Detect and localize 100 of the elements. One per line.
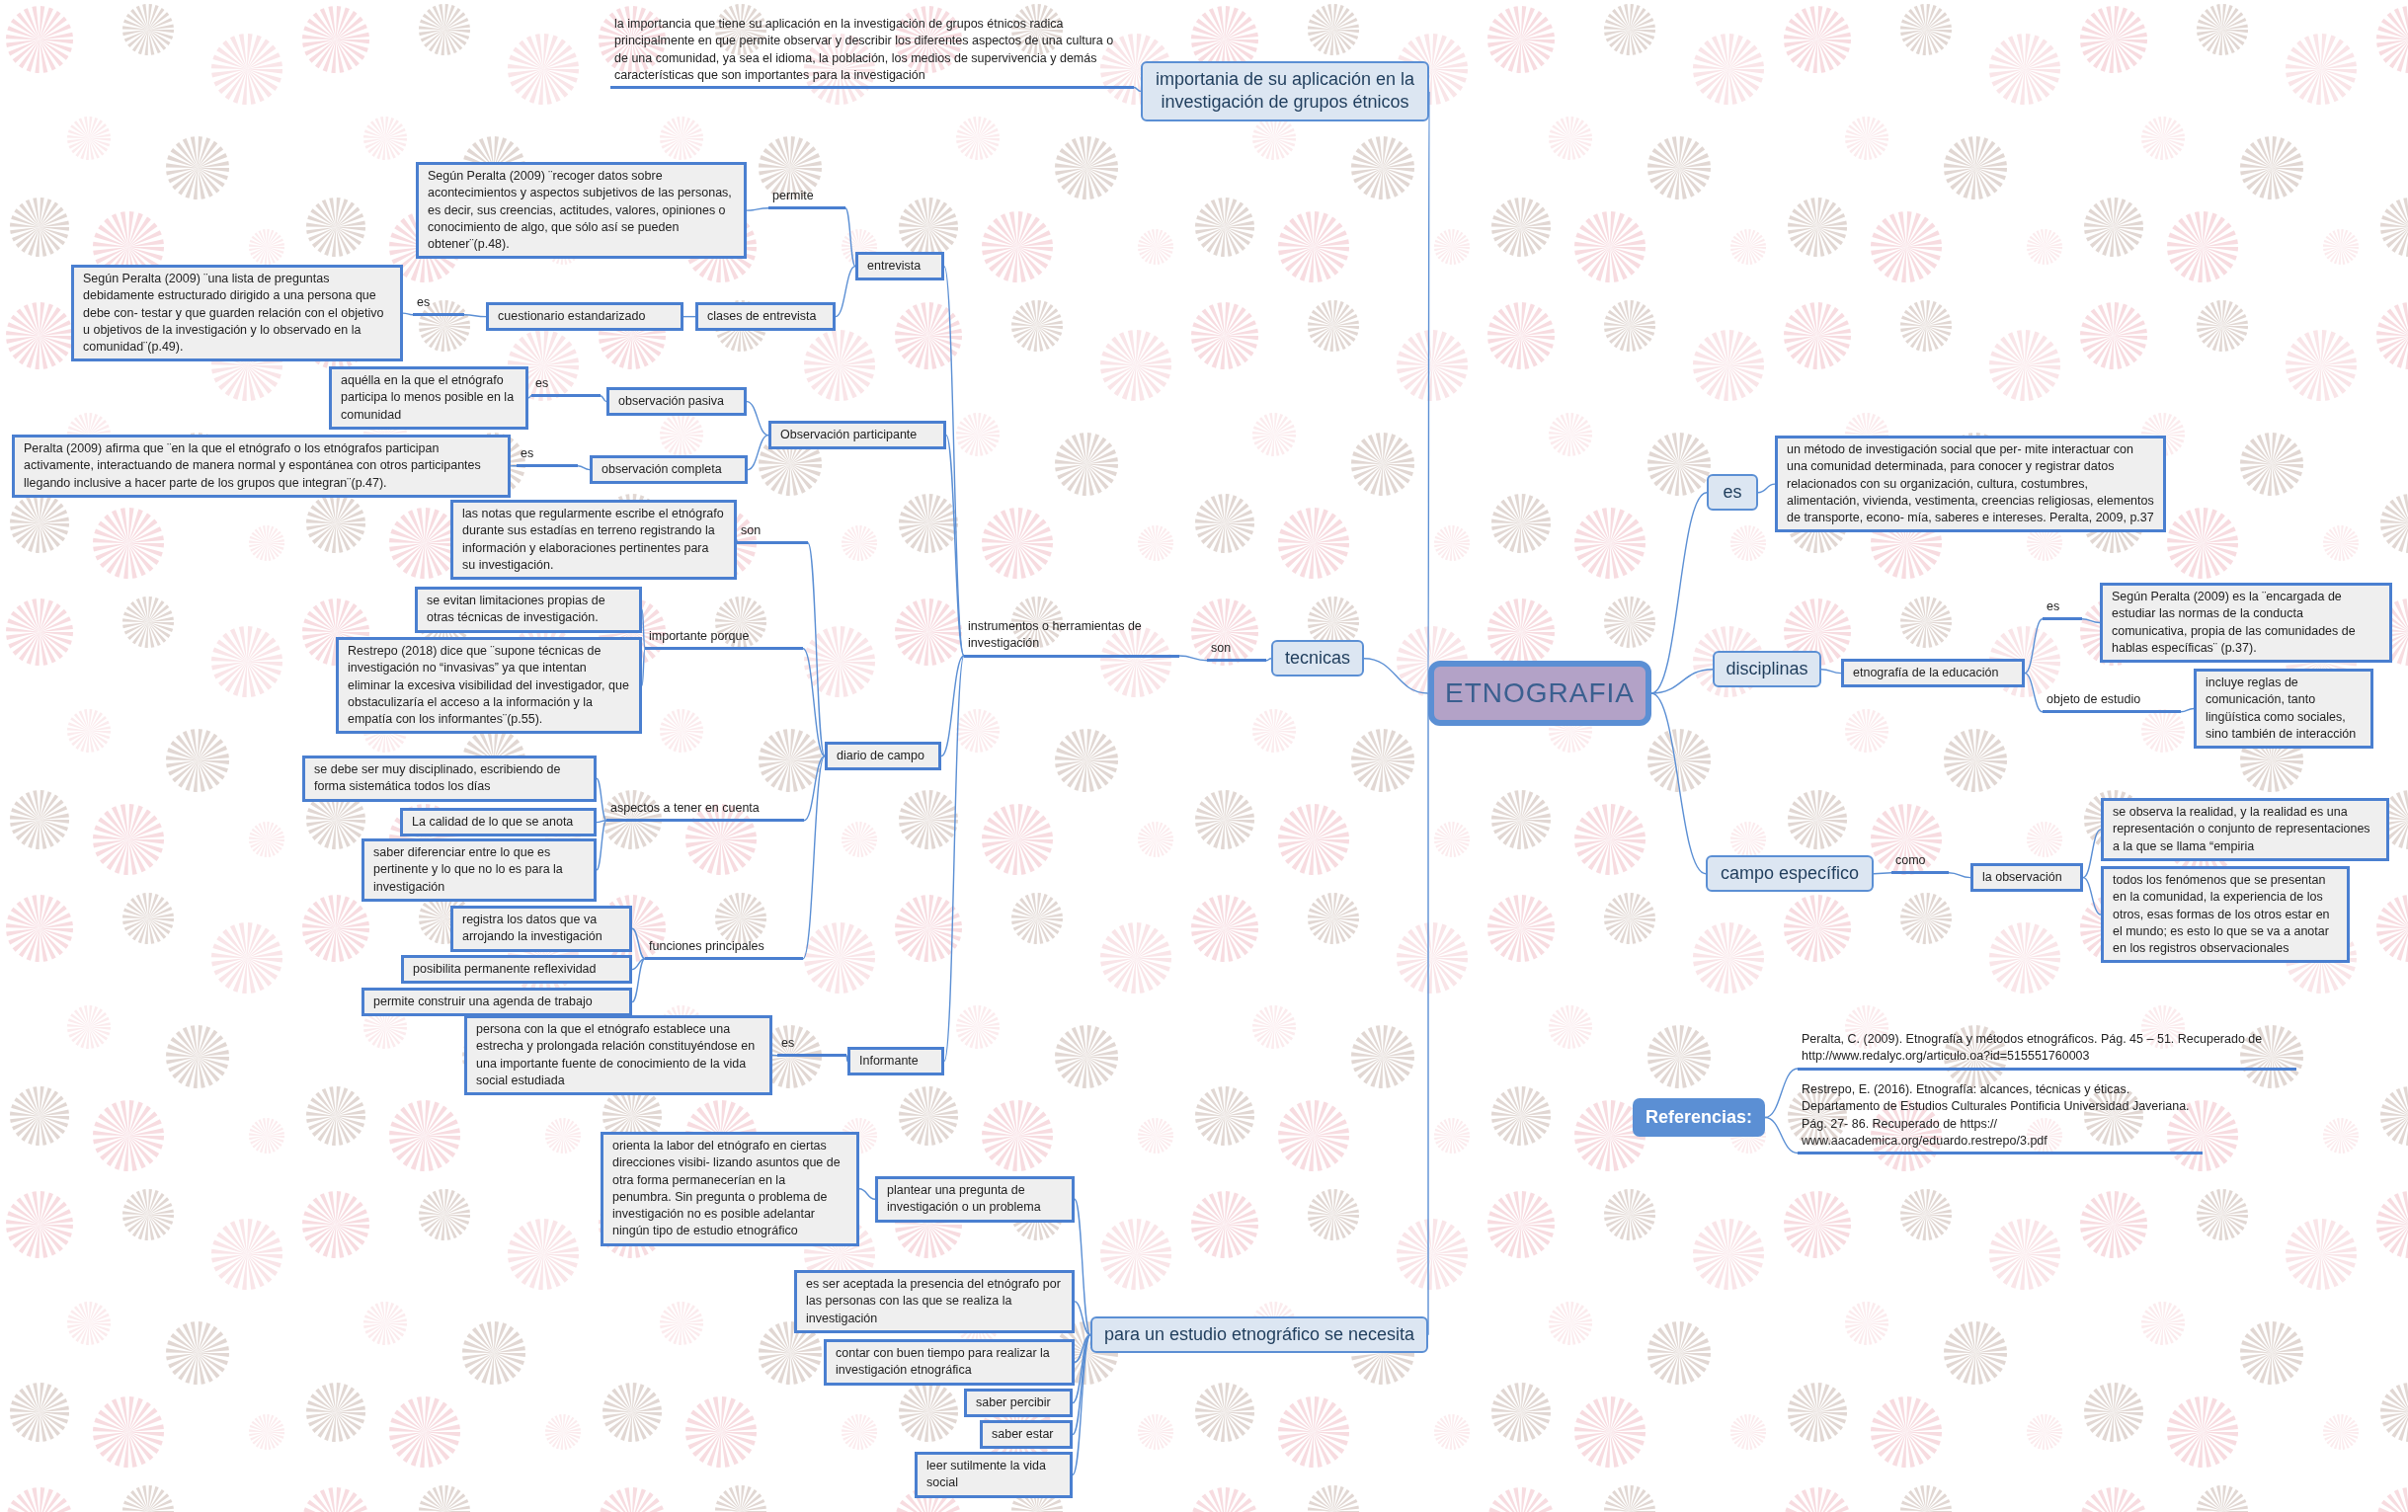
- subtopic-box: clases de entrevista: [695, 302, 836, 332]
- underlined-topic: objeto de estudio: [2043, 691, 2181, 714]
- connector-line: [940, 655, 965, 757]
- connector-line: [858, 1188, 876, 1200]
- connector-line: [2024, 618, 2044, 675]
- connector-line: [771, 1054, 778, 1057]
- references-heading: Referencias:: [1633, 1098, 1765, 1137]
- connector-line: [1072, 1334, 1091, 1475]
- subtopic-box: se observa la realidad, y la realidad es una representación o conjunto de representaciones a la que se llama “empiria: [2101, 798, 2389, 861]
- subtopic-box: etnografía de la educación: [1841, 659, 2025, 688]
- underlined-topic: es: [777, 1035, 846, 1058]
- connector-line: [736, 538, 738, 544]
- connector-line: [463, 314, 487, 318]
- connector-line: [2180, 707, 2195, 713]
- subtopic-box: leer sutilmente la vida social: [915, 1452, 1073, 1498]
- connector-line: [1074, 1198, 1091, 1336]
- connector-line: [402, 312, 414, 316]
- main-topic: campo específico: [1706, 855, 1874, 893]
- subtopic-box: Peralta (2009) afirma que ¨en la que el etnógrafo o los etnógrafos participan activamente, interactuando de manera normal y espontánea con otros participantes llegando inclusive a hacer parte de los grupos que integran¨(p.47).: [12, 435, 511, 498]
- subtopic-box: se evitan limitaciones propias de otras técnicas de investigación.: [415, 587, 642, 633]
- subtopic-box: saber diferenciar entre lo que es pertinente y lo que no lo es para la investigación: [361, 838, 597, 902]
- connector-line: [596, 820, 607, 871]
- connector-line: [510, 465, 518, 467]
- subtopic-box: Según Peralta (2009) es la ¨encargada de estudiar las normas de la conducta comunicativa, propia de las comunidades de hablas específicas¨ (p.37).: [2100, 583, 2392, 663]
- connector-line: [2082, 829, 2102, 879]
- underlined-topic: son: [1207, 640, 1266, 663]
- connector-line: [802, 648, 826, 757]
- subtopic-box: permite construir una agenda de trabajo: [361, 988, 632, 1017]
- main-topic: para un estudio etnográfico se necesita: [1090, 1316, 1428, 1354]
- subtopic-box: es ser aceptada la presencia del etnógrafo por las personas con las que se realiza la investigación: [794, 1270, 1075, 1333]
- connector-line: [577, 465, 591, 471]
- connector-line: [631, 927, 646, 960]
- subtopic-box: observación pasiva: [606, 387, 747, 417]
- subtopic-box: la observación: [1970, 863, 2083, 893]
- subtopic-box: las notas que regularmente escribe el etnógrafo durante sus estadías en terreno registrando la información y elaboraciones pertinentes para su investigación.: [450, 500, 737, 580]
- connector-line: [835, 265, 856, 318]
- subtopic-box: diario de campo: [825, 742, 941, 771]
- underlined-topic: permite: [768, 188, 845, 210]
- subtopic-box: todos los fenómenos que se presentan en la comunidad, la experiencia de los otros, esas formas de los otros estar en el mundo; es esto lo que se va a anotar en los registros observacionales: [2101, 866, 2350, 964]
- connector-line: [746, 207, 769, 211]
- underlined-topic: es: [517, 445, 578, 468]
- connector-line: [1764, 1116, 1799, 1154]
- main-topic: es: [1707, 474, 1758, 512]
- connector-line: [1265, 658, 1272, 662]
- subtopic-box: incluye reglas de comunicación, tanto lingüística como sociales, sino también de interacción: [2194, 669, 2373, 749]
- connector-line: [1873, 872, 1892, 875]
- subtopic-box: cuestionario estandarizado: [486, 302, 683, 332]
- subtopic-box: contar con buen tiempo para realizar la investigación etnográfica: [824, 1339, 1075, 1386]
- underlined-topic: importante porque: [645, 628, 803, 651]
- connector-line: [2082, 876, 2102, 915]
- central-topic: ETNOGRAFIA: [1428, 661, 1651, 726]
- connector-line: [2024, 672, 2044, 713]
- underlined-topic: como: [1891, 852, 1949, 875]
- connector-line: [747, 434, 769, 471]
- underlined-topic: Restrepo, E. (2016). Etnografía: alcances, técnicas y éticas. Departamento de Estudios Culturales Pontificia Universidad Javeriana. Pág. 27- 86. Recuperado de https:// www.aacademica.org/eduardo.restrepo/3.pdf: [1798, 1081, 2203, 1154]
- subtopic-box: saber estar: [980, 1420, 1073, 1450]
- subtopic-box: Según Peralta (2009) ¨una lista de preguntas debidamente estructurado dirigido a una persona que debe con- testar y que guarden relación con el objetivo u objetivos de la investigación y lo observado en la comunidad¨(p.49).: [71, 265, 403, 362]
- subtopic-box: posibilita permanente reflexividad: [401, 955, 632, 985]
- underlined-topic: es: [2043, 598, 2082, 621]
- subtopic-box: persona con la que el etnógrafo establece una estrecha y prolongada relación constituyéndose en una importante fuente de conocimiento de la vida social estudiada: [464, 1015, 772, 1095]
- connector-line: [1133, 86, 1142, 93]
- subtopic-box: observación completa: [590, 455, 748, 485]
- connector-line: [1948, 872, 1971, 879]
- connector-line: [803, 755, 826, 822]
- connector-line: [1072, 1334, 1091, 1436]
- subtopic-box: entrevista: [855, 252, 944, 281]
- subtopic-box: Según Peralta (2009) ¨recoger datos sobre acontecimientos y aspectos subjetivos de las personas, es decir, sus creencias, actitudes, valores, opiniones o conocimiento de algo, que sólo así se pueden obtener¨(p.48).: [416, 162, 747, 260]
- underlined-topic: aspectos a tener en cuenta: [606, 800, 804, 823]
- subtopic-box: orienta la labor del etnógrafo en ciertas direcciones visibi- lizando asuntos que de otra forma permanecerían en la penumbra. Sin pregunta o problema de investigación no es posible adelantar ningún tipo de estudio etnográfico: [601, 1132, 859, 1246]
- subtopic-box: Observación participante: [768, 421, 946, 450]
- connector-line: [596, 777, 607, 822]
- connector-line: [746, 400, 769, 437]
- underlined-topic: funciones principales: [645, 938, 803, 961]
- connector-line: [527, 395, 532, 399]
- underlined-topic: la importancia que tiene su aplicación en la investigación de grupos étnicos radica principalmente en que permite observar y describir los diferentes aspectos de una cultura o de una comunidad, ya sea el idioma, la población, los medios de supervivencia y demás características que son importantes para la investigación: [610, 16, 1134, 89]
- connector-line: [845, 1055, 848, 1063]
- connector-line: [1757, 483, 1776, 494]
- subtopic-box: La calidad de lo que se anota: [400, 808, 597, 837]
- underlined-topic: es: [531, 375, 601, 398]
- connector-line: [807, 542, 826, 757]
- underlined-topic: es: [413, 294, 464, 317]
- connector-line: [1764, 1068, 1799, 1119]
- subtopic-box: plantear una pregunta de investigación o un problema: [875, 1176, 1075, 1223]
- connector-line: [945, 434, 965, 657]
- connector-line: [1074, 1334, 1091, 1363]
- subtopic-box: registra los datos que va arrojando la investigación: [450, 906, 632, 952]
- connector-line: [1650, 692, 1707, 875]
- connector-line: [844, 207, 856, 268]
- subtopic-box: se debe ser muy disciplinado, escribiendo de forma sistemática todos los días: [302, 756, 597, 802]
- main-topic: importania de su aplicación en la investigación de grupos étnicos: [1141, 61, 1429, 121]
- subtopic-box: aquélla en la que el etnógrafo participa lo menos posible en la comunidad: [329, 366, 528, 430]
- connector-line: [1820, 669, 1842, 675]
- connector-line: [600, 395, 607, 403]
- connector-line: [2081, 618, 2101, 624]
- underlined-topic: instrumentos o herramientas de investigación: [964, 618, 1179, 658]
- main-topic: tecnicas: [1271, 640, 1364, 677]
- subtopic-box: Restrepo (2018) dice que ¨supone técnicas de investigación no “invasivas” ya que intentan eliminar la excesiva visibilidad del investigador, que obstaculizaría el acceso a la información y la empatía con los informantes¨(p.55).: [336, 637, 642, 735]
- connector-line: [1363, 658, 1429, 694]
- underlined-topic: Peralta, C. (2009). Etnografía y métodos etnográficos. Pág. 45 – 51. Recuperado de http://www.redalyc.org/articulo.oa?id=515551760003: [1798, 1031, 2296, 1071]
- connector-line: [631, 958, 646, 1003]
